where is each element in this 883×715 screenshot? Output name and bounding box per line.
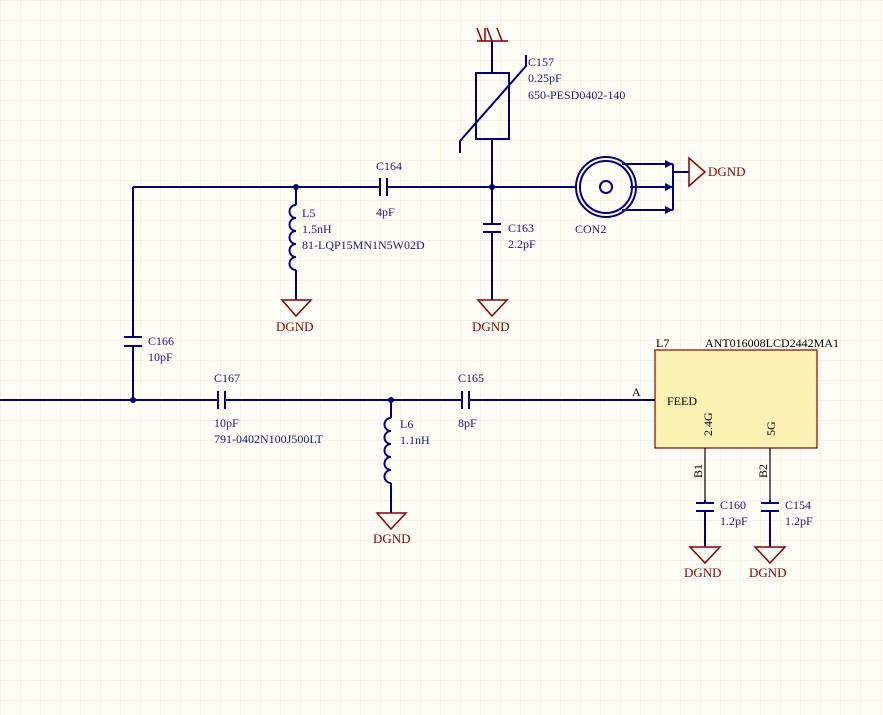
c165-plates <box>461 391 470 409</box>
c154-component[interactable]: C154 1.2pF <box>761 498 813 547</box>
c166-plates <box>124 336 142 347</box>
l6-component[interactable]: L6 1.1nH <box>383 417 431 484</box>
c165-value: 8pF <box>458 416 477 430</box>
c163-component[interactable]: C163 2.2pF <box>483 221 536 251</box>
l7-band-2g4: 2.4G <box>701 412 715 436</box>
dgnd-c163[interactable]: DGND <box>472 299 510 334</box>
c164-ref: C164 <box>376 159 402 173</box>
ground-symbols: DGND DGND DGND DGND DGND DGND <box>276 156 787 580</box>
con2-shield-leads <box>622 163 689 211</box>
c160-plates <box>696 502 714 512</box>
c164-component[interactable]: C164 4pF <box>376 159 402 219</box>
con2-ref: CON2 <box>575 222 606 236</box>
l5-ref: L5 <box>302 206 315 220</box>
junction-dot <box>388 397 394 403</box>
l6-coil <box>383 417 392 484</box>
c157-component[interactable]: C157 0.25pF 650-PESD0402-140 <box>459 27 625 153</box>
dgnd-c154[interactable]: DGND <box>749 546 787 580</box>
ground-icon <box>688 546 722 565</box>
arrow-icon <box>665 160 673 168</box>
dgnd-l6[interactable]: DGND <box>373 512 411 546</box>
l7-feed-label: FEED <box>667 394 697 408</box>
dgnd-c160[interactable]: DGND <box>684 546 722 580</box>
c164-value: 4pF <box>376 205 395 219</box>
c166-ref: C166 <box>148 334 174 348</box>
l5-component[interactable]: L5 1.5nH 81-LQP15MN1N5W02D <box>288 204 425 271</box>
c154-value: 1.2pF <box>785 514 813 528</box>
l7-pin-b1: B1 <box>691 464 705 478</box>
l7-ref: L7 <box>656 336 669 350</box>
l5-value: 1.5nH <box>302 222 332 236</box>
c163-value: 2.2pF <box>508 237 536 251</box>
c157-ref: C157 <box>528 55 554 69</box>
c160-ref: C160 <box>720 498 746 512</box>
chassis-ground-icon <box>476 27 508 42</box>
ground-icon <box>375 512 408 531</box>
c166-value: 10pF <box>148 350 173 364</box>
dgnd-label: DGND <box>472 319 510 334</box>
dgnd-label: DGND <box>708 164 746 179</box>
c166-component[interactable]: C166 10pF <box>124 334 174 364</box>
ground-icon <box>688 156 707 188</box>
junction-dot <box>293 184 299 190</box>
c167-value: 10pF <box>214 416 239 430</box>
ground-icon <box>753 546 787 565</box>
dgnd-label: DGND <box>684 565 722 580</box>
l5-coil <box>288 204 297 271</box>
junction-dot <box>130 397 136 403</box>
c154-ref: C154 <box>785 498 811 512</box>
l7-band-5g: 5G <box>764 421 778 436</box>
l7-pins <box>704 448 771 500</box>
dgnd-l5[interactable]: DGND <box>276 299 314 334</box>
c157-varistor-slash <box>459 55 527 153</box>
c164-plates <box>379 178 388 196</box>
c160-component[interactable]: C160 1.2pF <box>696 498 748 547</box>
c165-ref: C165 <box>458 371 484 385</box>
junctions <box>130 184 495 403</box>
l6-value: 1.1nH <box>400 433 430 447</box>
arrow-icon <box>665 206 673 214</box>
dgnd-label: DGND <box>276 319 314 334</box>
c160-value: 1.2pF <box>720 514 748 528</box>
l7-body <box>654 349 818 449</box>
junction-dot <box>489 184 495 190</box>
arrow-icon <box>665 183 673 191</box>
c167-ref: C167 <box>214 371 240 385</box>
con2-center-pin <box>599 180 613 194</box>
c163-plates <box>483 223 501 233</box>
c167-component[interactable]: C167 10pF 791-0402N100J500LT <box>214 371 324 446</box>
l7-part: ANT016008LCD2442MA1 <box>705 336 839 350</box>
c167-part: 791-0402N100J500LT <box>214 432 324 446</box>
c154-plates <box>761 502 779 512</box>
c167-plates <box>217 391 226 409</box>
con2-component[interactable]: CON2 <box>575 156 689 236</box>
c157-part: 650-PESD0402-140 <box>528 88 625 102</box>
c157-body <box>475 72 510 140</box>
ground-icon <box>476 299 509 318</box>
ground-icon <box>280 299 313 318</box>
dgnd-con2[interactable]: DGND <box>688 156 746 188</box>
c163-ref: C163 <box>508 221 534 235</box>
l7-component[interactable]: L7 ANT016008LCD2442MA1 A FEED 2.4G 5G B1… <box>632 336 839 500</box>
c157-value: 0.25pF <box>528 71 562 85</box>
dgnd-label: DGND <box>749 565 787 580</box>
dgnd-label: DGND <box>373 531 411 546</box>
l7-pin-a: A <box>632 385 641 399</box>
l6-ref: L6 <box>400 417 413 431</box>
c165-component[interactable]: C165 8pF <box>458 371 484 430</box>
con2-lead-arrows <box>665 160 673 214</box>
l5-part: 81-LQP15MN1N5W02D <box>302 238 425 252</box>
l7-pin-b2: B2 <box>756 464 770 478</box>
